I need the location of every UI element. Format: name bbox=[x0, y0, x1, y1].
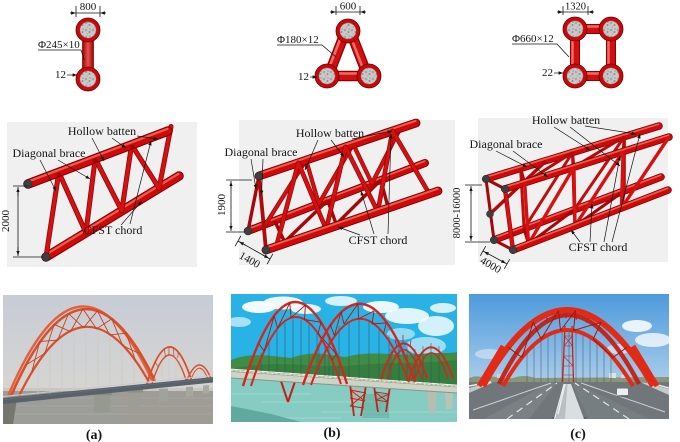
dimension-top-width: 600 bbox=[330, 1, 366, 15]
wall-thickness-callout: 12 bbox=[298, 71, 318, 83]
cfst-chord-label: CFST chord bbox=[569, 240, 628, 254]
vehicle bbox=[617, 388, 628, 396]
column-b: 600 Φ180×12 12 bbox=[216, 1, 457, 422]
tube-spec-label: Φ180×12 bbox=[277, 34, 319, 46]
truss-labels-a: Hollow batten Diagonal brace CFST chord bbox=[13, 124, 159, 237]
chord-end-cap bbox=[41, 252, 51, 262]
hangers bbox=[526, 330, 612, 382]
chord-end-cap bbox=[243, 226, 253, 236]
bridge-photo-c bbox=[469, 294, 669, 419]
caption-a: (a) bbox=[86, 428, 103, 442]
dimension-depth: 8000-16000 bbox=[452, 184, 490, 243]
diagonal-brace-label: Diagonal brace bbox=[225, 145, 298, 159]
wall-thickness-label: 12 bbox=[298, 71, 309, 83]
tube-spec-callout: Φ245×10 bbox=[38, 39, 85, 61]
water bbox=[231, 376, 457, 422]
caption-c: (c) bbox=[570, 427, 586, 442]
chord-tube bbox=[75, 17, 101, 43]
chord-tube bbox=[598, 16, 624, 42]
bridge-deck bbox=[231, 370, 457, 393]
caption-b: (b) bbox=[323, 426, 340, 441]
diagonal-brace-label: Diagonal brace bbox=[13, 146, 86, 160]
chord-tube bbox=[314, 63, 340, 89]
wall-thickness-label: 12 bbox=[55, 69, 66, 81]
dim-depth-label: 2000 bbox=[0, 210, 12, 233]
batten-node bbox=[129, 144, 135, 150]
wall-thickness-callout: 12 bbox=[55, 69, 78, 81]
chord-end-cap bbox=[500, 184, 510, 194]
batten-node bbox=[56, 172, 62, 178]
cross-section-a: 800 Φ245×10 12 bbox=[38, 1, 106, 92]
truss-diagram-c: 8000-16000 4000 Hollow batten Diagonal b… bbox=[452, 113, 673, 276]
wall-thickness-label: 22 bbox=[542, 67, 553, 79]
dim-top-width-label: 800 bbox=[80, 1, 97, 13]
tube-spec-label: Φ660×12 bbox=[512, 33, 554, 45]
chord-end-cap bbox=[254, 171, 264, 181]
dimension-top-width: 800 bbox=[70, 1, 106, 17]
tube-spec-callout: Φ180×12 bbox=[277, 34, 337, 58]
dim-depth-label: 1900 bbox=[216, 194, 228, 217]
dimension-depth: 2000 bbox=[0, 185, 43, 258]
wall-thickness-callout: 22 bbox=[542, 67, 564, 79]
chord-tube bbox=[356, 63, 382, 89]
red-arch-portal bbox=[476, 307, 660, 388]
chord-end-cap bbox=[23, 179, 33, 189]
hangers bbox=[37, 327, 135, 398]
chord-tube bbox=[562, 63, 588, 89]
column-c: 1320 Φ660×12 22 bbox=[452, 2, 673, 419]
dimension-top-width: 1320 bbox=[557, 2, 594, 15]
brace-end-cap bbox=[486, 210, 494, 218]
column-a: 800 Φ245×10 12 2000 bbox=[0, 1, 213, 424]
bridge-photo-b bbox=[231, 294, 457, 422]
cross-section-b: 600 Φ180×12 12 bbox=[277, 1, 382, 89]
truss-labels-b: Hollow batten Diagonal brace CFST chord bbox=[225, 126, 408, 247]
chord-end-cap bbox=[489, 235, 499, 245]
tube-spec-callout: Φ660×12 bbox=[512, 33, 570, 58]
chord-end-cap bbox=[261, 245, 271, 255]
cfst-chord-label: CFST chord bbox=[349, 233, 408, 247]
hollow-batten-label: Hollow batten bbox=[532, 113, 600, 127]
tube-spec-label: Φ245×10 bbox=[38, 39, 80, 51]
dimension-depth: 1900 bbox=[216, 179, 252, 233]
chord-end-cap bbox=[481, 174, 491, 184]
hollow-batten-label: Hollow batten bbox=[296, 126, 364, 140]
chord-tube bbox=[335, 18, 361, 44]
dim-top-width-label: 600 bbox=[340, 1, 357, 13]
red-arches bbox=[241, 301, 454, 387]
diagonal-brace-label: Diagonal brace bbox=[470, 137, 543, 151]
chord-tube bbox=[562, 16, 588, 42]
center-mast bbox=[561, 325, 575, 383]
chord-end-cap bbox=[508, 245, 518, 255]
dim-top-width-label: 1320 bbox=[565, 2, 586, 13]
cfst-chord-label: CFST chord bbox=[84, 223, 143, 237]
truss-diagram-a: 2000 Hollow batten Diagonal brace CFST c… bbox=[0, 122, 197, 267]
bridge-photo-a bbox=[3, 295, 213, 424]
second-arch bbox=[145, 346, 193, 388]
clouds bbox=[231, 296, 456, 355]
hollow-batten-label: Hollow batten bbox=[68, 124, 136, 138]
truss-diagram-b: 1900 1400 Hollow batten Diagonal brace C… bbox=[216, 118, 455, 271]
dim-depth-label: 8000-16000 bbox=[452, 188, 463, 239]
cross-section-c: 1320 Φ660×12 22 bbox=[512, 2, 624, 89]
hangers-arch2 bbox=[154, 348, 184, 383]
red-lattice-piers bbox=[280, 380, 391, 417]
chord-tube bbox=[598, 63, 624, 89]
main-arch bbox=[6, 305, 157, 397]
truss-labels-c: Hollow batten Diagonal brace CFST chord bbox=[470, 113, 641, 254]
batten-node bbox=[93, 158, 98, 164]
chord-tube bbox=[75, 66, 101, 92]
